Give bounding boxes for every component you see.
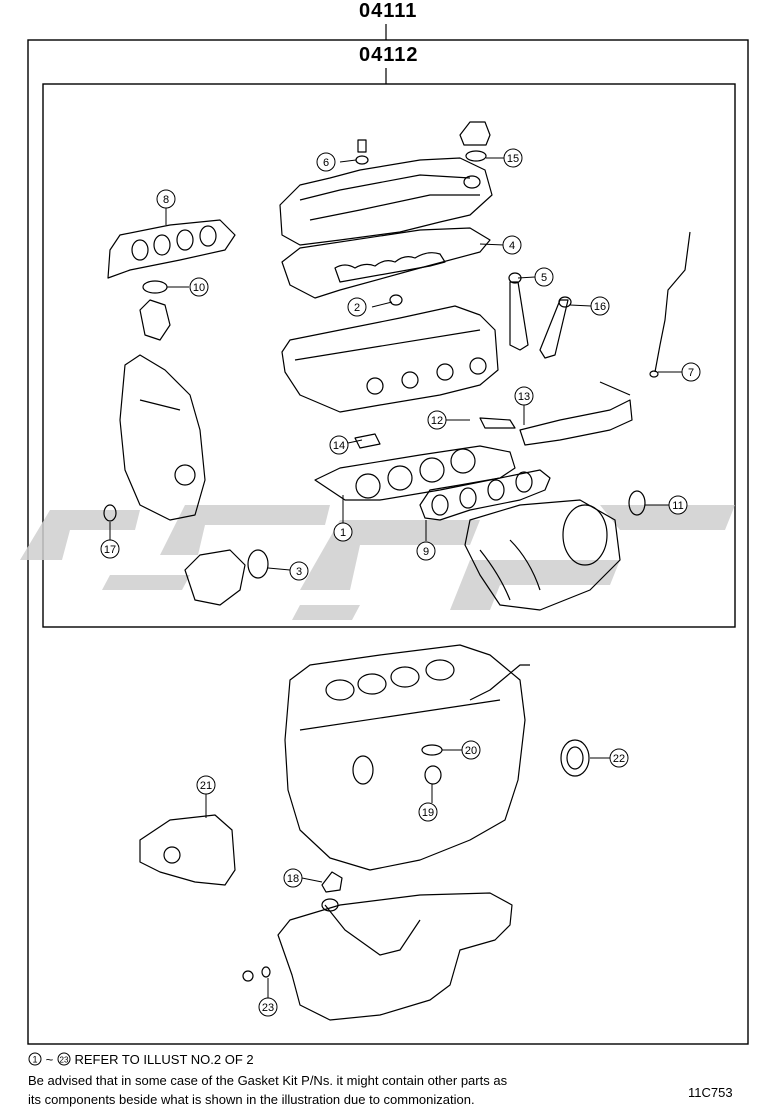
callout-2: 2 xyxy=(347,297,367,317)
svg-text:1: 1 xyxy=(32,1055,37,1065)
oil-filler-cap xyxy=(459,121,491,146)
svg-text:18: 18 xyxy=(287,873,299,885)
cylinder-head xyxy=(281,305,499,413)
note-line3: its components beside what is shown in t… xyxy=(28,1092,475,1107)
callout-7: 7 xyxy=(681,362,701,382)
callout-10: 10 xyxy=(189,277,209,297)
note-line2: Be advised that in some case of the Gask… xyxy=(28,1073,508,1088)
outlet-gasket xyxy=(142,280,168,294)
figure-code: 11C753 xyxy=(688,1085,733,1100)
intake-manifold-gasket xyxy=(107,219,236,279)
callout-23: 23 xyxy=(258,997,278,1017)
fuel-delivery-pipe xyxy=(519,399,633,446)
callout-15: 15 xyxy=(503,148,523,168)
oil-dipstick-guide xyxy=(654,231,691,373)
guide-gasket xyxy=(421,744,443,756)
svg-text:5: 5 xyxy=(541,272,547,284)
note-refer-illustration: 1 ~ 23 REFER TO ILLUST NO.2 OF 2 xyxy=(28,1051,254,1068)
svg-text:9: 9 xyxy=(423,546,429,558)
svg-text:8: 8 xyxy=(163,194,169,206)
callout-14: 14 xyxy=(329,435,349,455)
rear-end-plate xyxy=(139,814,236,886)
camshaft-seals xyxy=(354,433,381,449)
water-pump xyxy=(184,549,246,606)
svg-text:7: 7 xyxy=(688,367,694,379)
callout-19: 19 xyxy=(418,802,438,822)
oil-seal-front xyxy=(103,504,117,522)
svg-text:19: 19 xyxy=(422,807,434,819)
note-line1-text: REFER TO ILLUST NO.2 OF 2 xyxy=(74,1052,254,1067)
svg-text:3: 3 xyxy=(296,566,302,578)
callout-20: 20 xyxy=(461,740,481,760)
assembly-label-outer: 04111 xyxy=(359,0,418,22)
svg-text:20: 20 xyxy=(465,745,477,757)
svg-text:1: 1 xyxy=(340,527,346,539)
callout-4: 4 xyxy=(502,235,522,255)
callout-13: 13 xyxy=(514,386,534,406)
strainer-gasket xyxy=(321,871,343,893)
svg-text:14: 14 xyxy=(333,440,345,452)
watermark-logo xyxy=(20,505,735,620)
fuel-injector xyxy=(479,417,516,429)
callout-22: 22 xyxy=(609,748,629,768)
callout-12: 12 xyxy=(427,410,447,430)
exhaust-manifold-gasket xyxy=(419,469,551,521)
drain-plug xyxy=(242,970,254,982)
callout-21: 21 xyxy=(196,775,216,795)
callout-18: 18 xyxy=(283,868,303,888)
valve-exhaust xyxy=(539,299,569,359)
svg-text:6: 6 xyxy=(323,157,329,169)
svg-text:10: 10 xyxy=(193,282,205,294)
svg-text:12: 12 xyxy=(431,415,443,427)
callout-6: 6 xyxy=(316,152,336,172)
svg-text:17: 17 xyxy=(104,544,116,556)
svg-text:23: 23 xyxy=(59,1056,68,1065)
svg-text:13: 13 xyxy=(518,391,530,403)
cylinder-head-cover xyxy=(279,157,493,246)
circle-number-start: 1 xyxy=(28,1052,42,1066)
outer-frame xyxy=(27,39,749,1045)
svg-text:23: 23 xyxy=(262,1002,274,1014)
head-cover-gasket xyxy=(281,227,491,299)
valve-intake xyxy=(509,281,529,351)
exhaust-manifold xyxy=(464,499,621,611)
callout-16: 16 xyxy=(590,296,610,316)
callout-8: 8 xyxy=(156,189,176,209)
svg-text:22: 22 xyxy=(613,753,625,765)
cylinder-block xyxy=(284,644,526,871)
svg-text:4: 4 xyxy=(509,240,515,252)
callout-17: 17 xyxy=(100,539,120,559)
inner-frame xyxy=(42,83,736,628)
plug-seal xyxy=(389,294,403,306)
svg-text:16: 16 xyxy=(594,301,606,313)
assembly-label-inner: 04112 xyxy=(359,44,419,66)
cylinder-head-gasket xyxy=(314,445,516,501)
svg-text:21: 21 xyxy=(200,780,212,792)
filler-cap-gasket xyxy=(465,150,487,162)
callout-3: 3 xyxy=(289,561,309,581)
svg-text:15: 15 xyxy=(507,153,519,165)
water-pump-o-ring xyxy=(247,549,269,579)
circle-number-end: 23 xyxy=(57,1052,71,1066)
svg-text:11: 11 xyxy=(672,500,683,512)
callout-5: 5 xyxy=(534,267,554,287)
timing-chain-cover xyxy=(119,354,206,521)
drain-plug-gasket xyxy=(261,966,271,978)
svg-text:2: 2 xyxy=(354,302,360,314)
manifold-flange-gasket xyxy=(628,490,646,516)
crank-oil-seal xyxy=(424,765,442,785)
callout-11: 11 xyxy=(668,495,688,515)
rear-oil-seal xyxy=(560,739,590,777)
callout-1: 1 xyxy=(333,522,353,542)
seal-washer xyxy=(355,155,369,165)
oil-pan xyxy=(277,892,513,1021)
callout-9: 9 xyxy=(416,541,436,561)
